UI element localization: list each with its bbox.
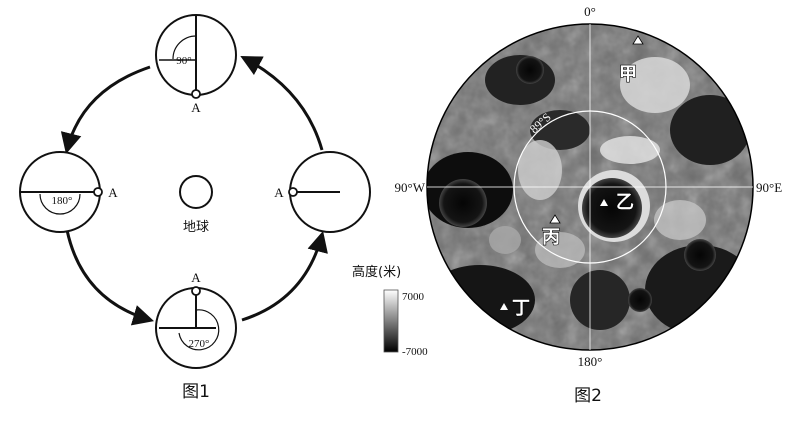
earth-circle [179,175,213,209]
point-a-top-label: A [191,100,201,115]
lon-label-90w: 90°W [395,180,426,195]
earth-label: 地球 [183,220,209,235]
point-a-bottom-label: A [191,270,201,285]
moon-top: 90° A [155,14,237,115]
angle-label-180: 180° [52,195,73,207]
figure2-polar-map: 89°S 0° 180° 90°W 90°E 甲 乙 丙 丁 高度(米) 700… [352,4,782,406]
angle-label-90: 90° [176,55,191,67]
legend-color-bar [383,289,399,353]
legend-max-label: 7000 [402,291,425,303]
moon-bottom: 270° A [155,270,237,369]
svg-text:丙: 丙 [542,227,560,248]
angle-label-270: 270° [189,338,210,350]
svg-text:乙: 乙 [616,192,634,213]
latitude-89s-circle [513,110,667,264]
moon-right: A [274,151,371,233]
lon-label-90e: 90°E [756,180,782,195]
svg-text:丁: 丁 [512,298,530,319]
point-a-left-label: A [108,185,118,200]
figure2-caption: 图2 [574,386,602,406]
lon-label-180: 180° [578,354,603,369]
point-a-right-label: A [274,185,284,200]
elevation-legend: 高度(米) 7000 -7000 [352,264,428,358]
site-jia: 甲 [618,35,644,86]
moon-left: 180° A [19,151,118,233]
site-yi: 乙 [600,191,635,214]
figure1-orbit-diagram: 地球 90° A 180° A A [19,14,371,402]
orbit-arrow-bottom-right [241,230,328,322]
svg-text:甲: 甲 [619,64,637,85]
orbit-arrow-top-left [60,65,151,155]
orbit-arrow-right-top [240,56,324,151]
lon-label-0: 0° [584,4,596,19]
figure1-caption: 图1 [182,382,210,402]
site-bing: 丙 [541,214,561,249]
orbit-arrow-left-bottom [65,229,155,326]
legend-min-label: -7000 [402,346,428,358]
site-ding: 丁 [500,297,531,320]
legend-title: 高度(米) [352,264,401,280]
